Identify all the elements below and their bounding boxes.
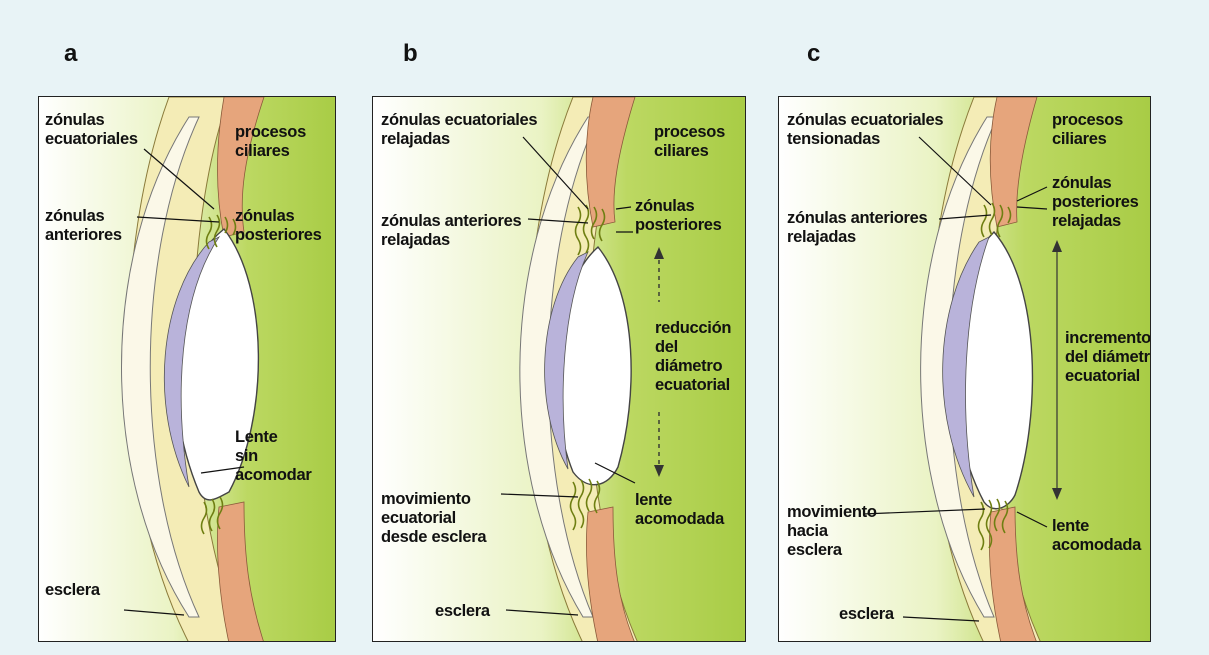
label-posteriores: zónulas posteriores: [235, 207, 322, 245]
panel-a: zónulas ecuatoriales procesos ciliares z…: [38, 96, 336, 642]
panel-b-letter: b: [403, 40, 418, 68]
label-ecuatoriales: zónulas ecuatoriales tensionadas: [787, 111, 943, 149]
label-posteriores: zónulas posteriores relajadas: [1052, 174, 1139, 231]
label-esclera: esclera: [45, 581, 100, 600]
label-procesos: procesos ciliares: [654, 123, 725, 161]
panel-a-letter: a: [64, 40, 77, 68]
label-procesos: procesos ciliares: [235, 123, 306, 161]
panel-b: zónulas ecuatoriales relajadas procesos …: [372, 96, 746, 642]
label-procesos: procesos ciliares: [1052, 111, 1123, 149]
label-esclera: esclera: [839, 605, 894, 624]
label-esclera: esclera: [435, 602, 490, 621]
label-ecuatoriales: zónulas ecuatoriales relajadas: [381, 111, 537, 149]
panel-c-letter: c: [807, 40, 820, 68]
label-movimiento: movimiento ecuatorial desde esclera: [381, 490, 486, 547]
label-lente: Lente sin acomodar: [235, 428, 311, 485]
label-anteriores: zónulas anteriores: [45, 207, 122, 245]
label-anteriores: zónulas anteriores relajadas: [787, 209, 927, 247]
label-ecuatoriales: zónulas ecuatoriales: [45, 111, 138, 149]
label-movimiento: movimiento hacia esclera: [787, 503, 877, 560]
label-posteriores: zónulas posteriores: [635, 197, 722, 235]
label-anteriores: zónulas anteriores relajadas: [381, 212, 521, 250]
panel-a-drawing: [39, 97, 336, 642]
label-diametro: reducción del diámetro ecuatorial: [655, 319, 731, 395]
label-diametro: incremento del diámetro ecuatorial: [1065, 329, 1151, 386]
panel-c: zónulas ecuatoriales tensionadas proceso…: [778, 96, 1151, 642]
label-lente: lente acomodada: [1052, 517, 1141, 555]
label-lente: lente acomodada: [635, 491, 724, 529]
